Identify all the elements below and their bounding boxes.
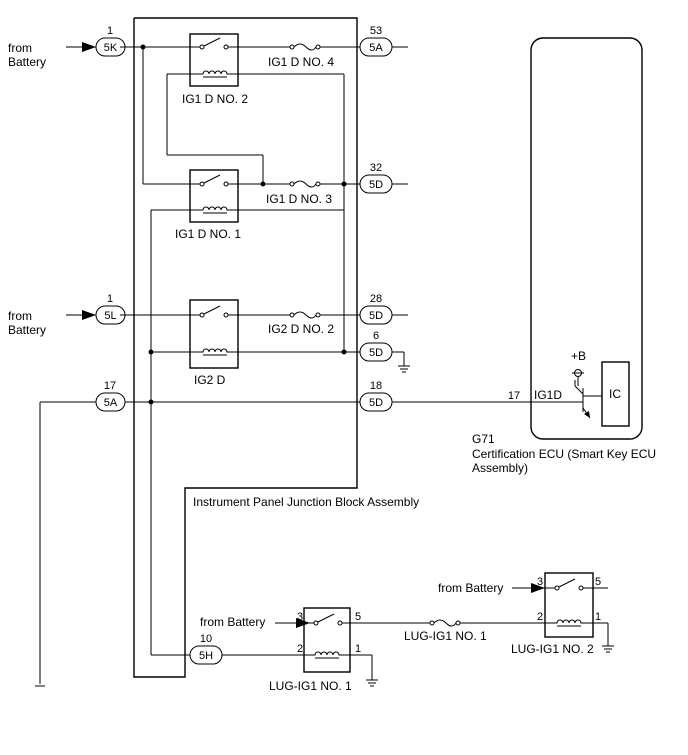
fuse-ig2d-no2 [289, 311, 321, 319]
relay-ig2d [189, 299, 239, 369]
svg-text:5A: 5A [104, 397, 118, 409]
relay-lug-ig1-no2 [544, 572, 594, 638]
relay-label-lug-ig1-no1: LUG-IG1 NO. 1 [269, 679, 352, 693]
from-battery-top-line1: from [8, 41, 32, 55]
svg-text:5D: 5D [369, 347, 383, 359]
ig1d-terminal-label: IG1D [534, 388, 562, 402]
fuse-ig1d-no3 [289, 180, 321, 188]
lug1-pin-5: 5 [355, 611, 361, 623]
relay-label-ig2d: IG2 D [194, 373, 226, 387]
relay-label-ig1d-no1: IG1 D NO. 1 [175, 227, 241, 241]
ecu-name-line2: Assembly) [472, 461, 528, 475]
ecu-name-line1: Certification ECU (Smart Key ECU [472, 447, 656, 461]
svg-text:5K: 5K [104, 42, 118, 54]
pin-32: 32 [370, 162, 382, 174]
connector-5a-left: 5A [95, 392, 126, 412]
lug2-pin-1: 1 [595, 611, 601, 623]
pin-10: 10 [200, 633, 212, 645]
relay-label-lug-ig1-no2: LUG-IG1 NO. 2 [511, 642, 594, 656]
ecu-code: G71 [472, 432, 495, 446]
plus-b-label: +B [571, 349, 586, 363]
fuse-label-ig2d-no2: IG2 D NO. 2 [268, 322, 334, 336]
pin-53: 53 [370, 25, 382, 37]
svg-text:5H: 5H [199, 650, 213, 662]
fuse-ig1d-no4 [289, 43, 321, 51]
lug1-pin-2: 2 [297, 643, 303, 655]
connector-5d-6: 5D [359, 342, 393, 362]
connector-5d-28: 5D [359, 305, 393, 325]
svg-text:5D: 5D [369, 397, 383, 409]
from-battery-top-line2: Battery [8, 55, 46, 69]
lug2-pin-2: 2 [537, 611, 543, 623]
ic-box [601, 361, 630, 427]
pin-18: 18 [370, 380, 382, 392]
pin-28: 28 [370, 293, 382, 305]
from-battery-lug1: from Battery [200, 615, 265, 629]
junction-block-outline [133, 17, 358, 678]
fuse-lug-ig1-no1 [429, 619, 461, 627]
pin-1-5k: 1 [107, 25, 113, 37]
lug2-pin-5: 5 [595, 576, 601, 588]
fuse-label-ig1d-no3: IG1 D NO. 3 [266, 192, 332, 206]
connector-5d-32: 5D [359, 174, 393, 194]
relay-ig1d-no2 [189, 33, 239, 87]
connector-5l: 5L [95, 305, 126, 325]
svg-text:5D: 5D [369, 179, 383, 191]
relay-lug-ig1-no1 [303, 607, 351, 673]
relay-label-ig1d-no2: IG1 D NO. 2 [182, 92, 248, 106]
fuse-label-ig1d-no4: IG1 D NO. 4 [268, 55, 334, 69]
svg-text:5D: 5D [369, 310, 383, 322]
lug2-pin-3: 3 [537, 576, 543, 588]
pin-17-ecu: 17 [508, 390, 520, 402]
lug1-pin-3: 3 [297, 611, 303, 623]
connector-5k: 5K [95, 37, 126, 57]
fuse-label-lug-ig1-no1: LUG-IG1 NO. 1 [404, 629, 487, 643]
lug1-pin-1: 1 [355, 643, 361, 655]
from-battery-mid-line2: Battery [8, 323, 46, 337]
from-battery-lug2: from Battery [438, 581, 503, 595]
ecu-outline [530, 37, 643, 440]
from-battery-mid-line1: from [8, 309, 32, 323]
pin-1-5l: 1 [107, 293, 113, 305]
connector-5a-right: 5A [359, 37, 393, 57]
svg-text:5A: 5A [369, 42, 383, 54]
svg-text:5L: 5L [104, 310, 116, 322]
relay-ig1d-no1 [189, 169, 239, 223]
ic-label: IC [609, 387, 621, 401]
connector-5d-18: 5D [359, 392, 393, 412]
connector-5h: 5H [189, 645, 223, 665]
junction-block-label: Instrument Panel Junction Block Assembly [193, 495, 419, 509]
pin-6: 6 [373, 330, 379, 342]
pin-17-5a: 17 [104, 380, 116, 392]
